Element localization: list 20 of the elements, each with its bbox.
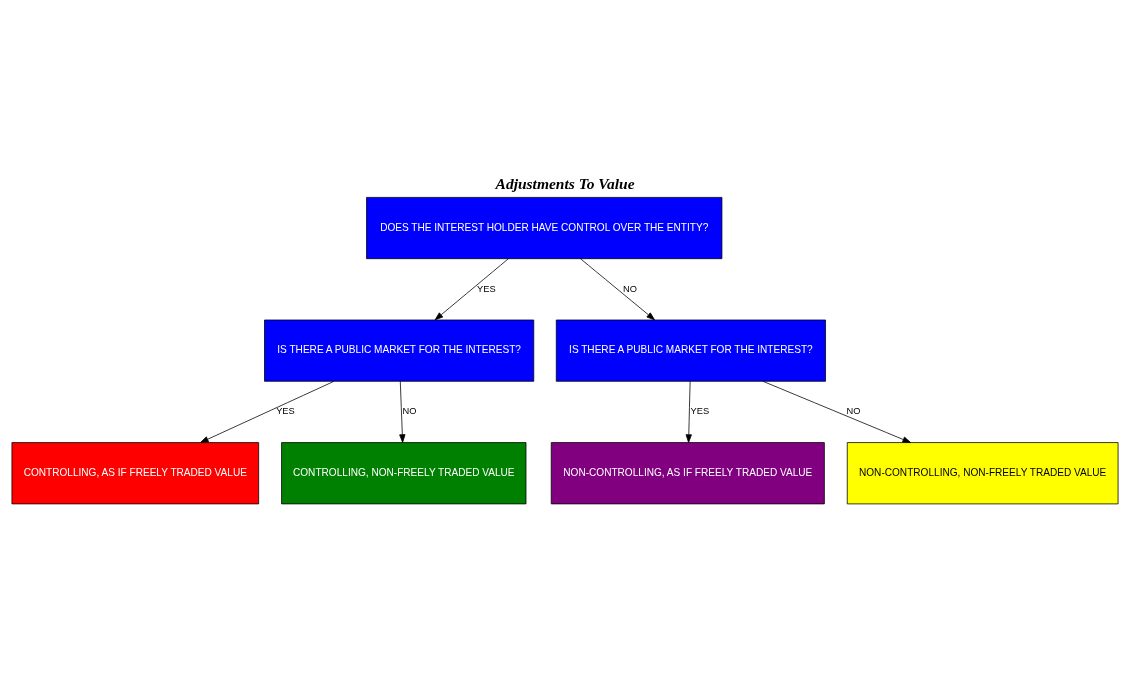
edge-label: NO (402, 405, 417, 416)
edge-label: YES (477, 283, 496, 294)
node-box: CONTROLLING, NON-FREELY TRADED VALUE (281, 441, 527, 504)
node-box: IS THERE A PUBLIC MARKET FOR THE INTEREST? (264, 319, 535, 382)
edge-label: YES (690, 405, 710, 416)
node-box: IS THERE A PUBLIC MARKET FOR THE INTEREST? (555, 319, 826, 382)
node-box: NON-CONTROLLING, NON-FREELY TRADED VALUE (846, 441, 1119, 504)
edge-label: NO (623, 283, 637, 294)
node-box: DOES THE INTEREST HOLDER HAVE CONTROL OVER THE ENTITY? (366, 196, 723, 259)
node-box: NON-CONTROLLING, AS IF FREELY TRADED VALUE (550, 441, 825, 504)
arrow (434, 257, 509, 320)
edge-label: NO (846, 405, 861, 416)
node-box: CONTROLLING, AS IF FREELY TRADED VALUE (11, 441, 260, 504)
edge-label: YES (276, 405, 295, 416)
arrow (200, 380, 335, 443)
arrow (580, 257, 655, 320)
arrow (399, 380, 406, 443)
arrow (762, 380, 911, 443)
arrow (685, 380, 692, 443)
diagram-title: Adjustments To Value (495, 174, 635, 192)
